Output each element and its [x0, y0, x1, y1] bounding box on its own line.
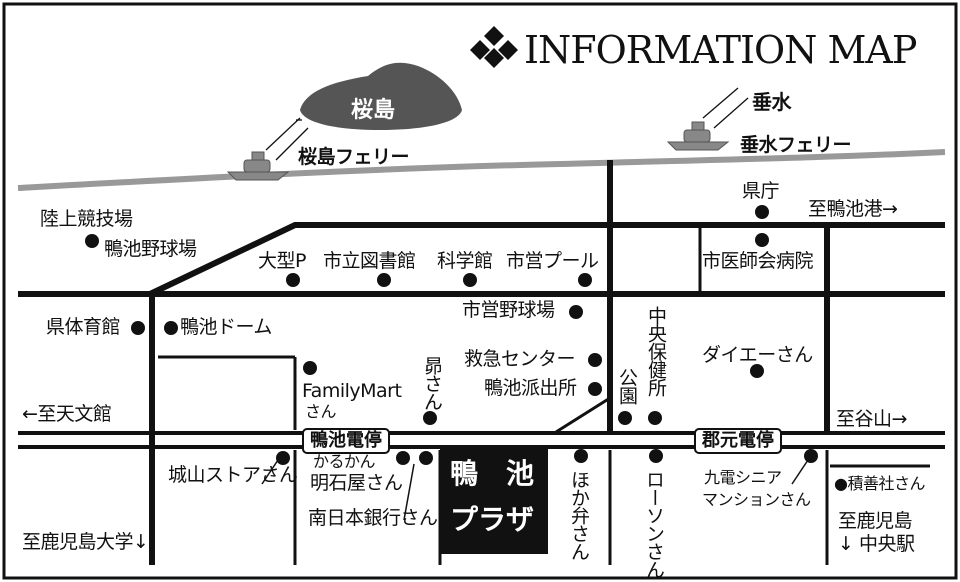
place-dot: [85, 234, 99, 248]
dir-univ: 至鹿児島大学↓: [22, 531, 149, 553]
place-dot: [396, 451, 410, 465]
label-yakyujo: 鴨池野球場: [104, 238, 197, 260]
place-dot: [286, 273, 300, 287]
place-dot: [804, 449, 818, 463]
label-familymart-san: さん: [305, 402, 337, 421]
dir-chuo-1: 至鹿児島: [838, 510, 913, 532]
label-pool: 市営プール: [506, 250, 599, 272]
label-med-hospital: 市医師会病院: [702, 250, 814, 272]
label-kyukyu: 救急センター: [464, 348, 576, 370]
place-dot: [569, 305, 583, 319]
label-kencho: 県庁: [742, 180, 780, 202]
kamoike-plaza: 鴨 池 プラザ: [440, 448, 548, 554]
label-ogata-p: 大型P: [258, 250, 306, 272]
label-minami-bank: 南日本銀行さん: [308, 507, 438, 529]
place-dot: [574, 449, 588, 463]
label-familymart: FamilyMart: [302, 380, 402, 402]
label-kyuden-2: マンションさん: [702, 490, 811, 509]
place-dot: [303, 361, 317, 375]
station-kori: 郡元電停: [694, 428, 782, 454]
place-dot: [276, 451, 290, 465]
plaza-line-2: プラザ: [450, 503, 535, 536]
place-dot: [164, 321, 178, 335]
label-daiei: ダイエーさん: [702, 344, 813, 366]
station-kamoike: 鴨池電停: [302, 428, 390, 454]
dir-chuo-2: ↓ 中央駅: [838, 533, 915, 555]
label-hokaben: ほか弁さん: [568, 470, 590, 560]
place-dot: [131, 321, 145, 335]
place-dot: [618, 411, 632, 425]
map-title: INFORMATION MAP: [524, 28, 917, 72]
label-sekizen: ●積善社さん: [834, 474, 925, 493]
diamond-logo-icon: [470, 26, 518, 68]
tarumizu-ferry-label: 垂水フェリー: [740, 134, 852, 156]
dir-tenmonkan: ←至天文館: [22, 403, 112, 425]
label-library: 市立図書館: [323, 250, 416, 272]
label-subaru: 昴さん: [421, 356, 443, 410]
label-police: 鴨池派出所: [484, 377, 577, 399]
label-shiroyama: 城山ストアさん: [168, 464, 298, 486]
place-dot: [755, 233, 769, 247]
place-dot: [588, 382, 602, 396]
place-dot: [423, 411, 437, 425]
label-ken-gym: 県体育館: [46, 316, 121, 338]
place-dot: [377, 273, 391, 287]
plaza-char-2: 池: [506, 457, 535, 490]
label-karukan: かるかん: [313, 452, 376, 471]
place-dot: [463, 273, 477, 287]
plaza-char-1: 鴨: [450, 457, 479, 490]
place-dot: [588, 353, 602, 367]
sakurajima-ferry-label: 桜島フェリー: [298, 146, 410, 168]
label-akashiya: 明石屋さん: [310, 472, 403, 494]
dir-taniyama: 至谷山→: [836, 408, 907, 430]
place-dot: [649, 449, 663, 463]
label-park: 公園: [616, 368, 638, 404]
dir-port: 至鴨池港→: [808, 198, 898, 220]
tarumizu-label: 垂水: [752, 90, 792, 114]
label-dome: 鴨池ドーム: [180, 316, 272, 338]
label-health-center: 中央保健所: [645, 306, 667, 396]
sakurajima-label: 桜島: [351, 98, 396, 123]
place-dot: [648, 411, 662, 425]
label-rikujo: 陸上競技場: [40, 208, 133, 230]
label-city-ballpark: 市営野球場: [462, 299, 555, 321]
label-science: 科学館: [437, 250, 493, 272]
place-dot: [419, 451, 433, 465]
place-dot: [750, 364, 764, 378]
label-kyuden-1: 九電シニア: [704, 468, 782, 487]
place-dot: [578, 273, 592, 287]
place-dot: [755, 205, 769, 219]
label-lawson: ローソンさん: [643, 470, 665, 578]
